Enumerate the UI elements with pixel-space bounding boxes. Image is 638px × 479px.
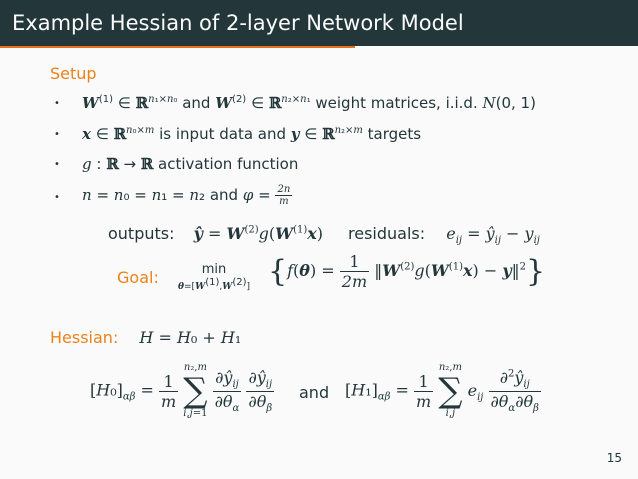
bullet-dot: •	[54, 192, 60, 203]
hessian-label: Hessian:	[50, 328, 119, 347]
min-label: min	[201, 262, 227, 277]
setup-heading: Setup	[50, 64, 97, 83]
outputs-equation: outputs: ŷ = W(2)g(W(1)x)	[108, 224, 324, 243]
residuals-equation: residuals: eij = ŷij − yij	[348, 224, 540, 247]
bullet-dot: •	[54, 98, 60, 109]
bullet-dot: •	[54, 129, 60, 140]
outputs-label: outputs:	[108, 224, 175, 243]
min-operator: min θ=[W(1),W(2)]	[178, 262, 251, 292]
title-progress-bar	[0, 46, 355, 48]
and-label: and	[299, 383, 330, 402]
hessian-definition: Hessian: H = H₀ + H₁	[50, 328, 242, 347]
residuals-label: residuals:	[348, 224, 426, 243]
page-number: 15	[606, 451, 622, 465]
bullet-dot: •	[54, 159, 60, 170]
goal-label: Goal:	[117, 268, 159, 287]
slide-title: Example Hessian of 2-layer Network Model	[0, 0, 638, 46]
